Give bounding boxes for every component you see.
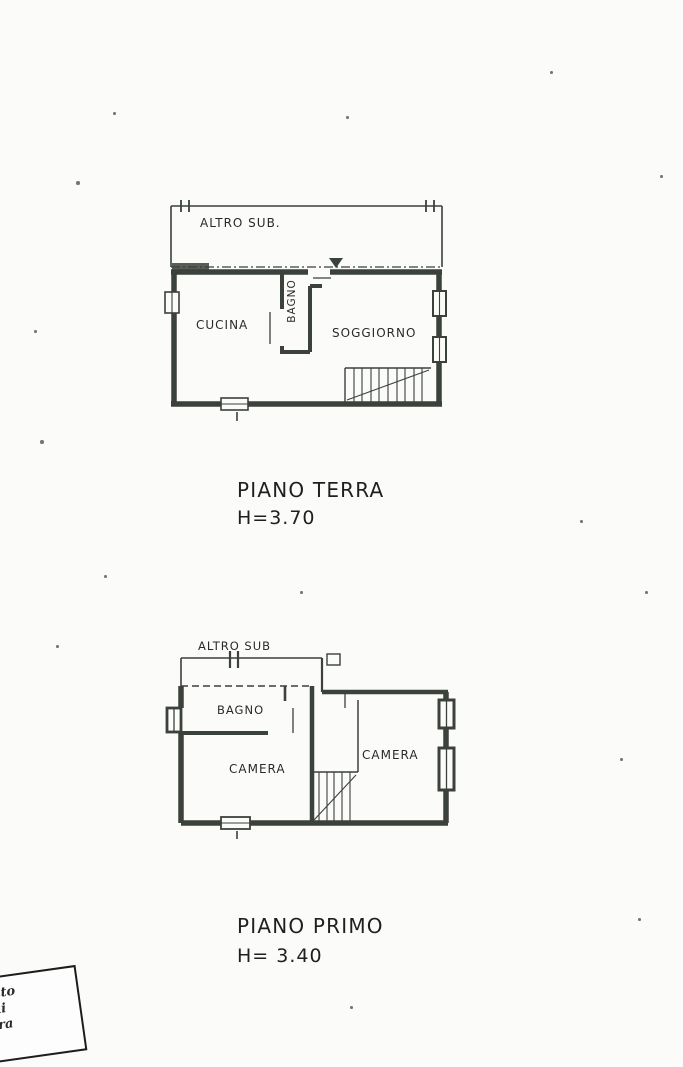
room-label-camera-right: CAMERA (362, 748, 419, 762)
stamp-text-line: tto (0, 983, 17, 1002)
scan-speck (113, 112, 116, 115)
scan-speck (580, 520, 583, 523)
scan-speck (620, 758, 623, 761)
room-label-bagno-primo: BAGNO (217, 703, 265, 717)
piano-primo-stairs (313, 772, 357, 823)
surveyor-stamp: tto ni dra (0, 964, 88, 1067)
scan-speck (56, 645, 59, 648)
piano-terra-plan (164, 200, 447, 421)
room-label-bagno-terra: BAGNO (286, 279, 298, 323)
room-label-altro-sub-primo: ALTRO SUB (198, 639, 272, 653)
piano-primo-doors (292, 692, 346, 733)
scan-speck (40, 440, 44, 444)
piano-primo-plan (165, 651, 456, 839)
scanned-floorplan-page: { "page": { "floors": [ { "title": "PIAN… (0, 71, 663, 1067)
piano-terra-partitions (280, 272, 322, 354)
scan-speck (660, 175, 663, 178)
floor-title-piano-terra: PIANO TERRA (237, 478, 385, 502)
stamp-text-line: dra (0, 1016, 15, 1035)
piano-terra-windows (164, 290, 447, 421)
room-label-camera-left: CAMERA (229, 762, 286, 776)
piano-primo-outer-walls (178, 686, 449, 826)
piano-terra-stairs (344, 367, 431, 402)
piano-terra-outer-walls (171, 269, 442, 407)
room-label-soggiorno: SOGGIORNO (332, 326, 417, 340)
stamp-text-line: ni (0, 1001, 8, 1018)
piano-terra-altro-sub-walls (170, 200, 443, 267)
piano-terra-doors (269, 277, 331, 344)
entrance-arrow-icon (329, 258, 343, 268)
floor-height-piano-terra: H=3.70 (237, 507, 316, 529)
piano-primo-partitions (181, 686, 359, 823)
scan-speck (34, 330, 37, 333)
scan-speck (645, 591, 648, 594)
scan-speck (350, 1006, 353, 1009)
piano-primo-top-walls (180, 651, 341, 701)
piano-terra-separation-line (171, 263, 442, 271)
scan-speck (76, 181, 80, 185)
floor-height-piano-primo: H= 3.40 (237, 945, 323, 967)
scan-speck (300, 591, 303, 594)
scan-speck (104, 575, 107, 578)
floor-plan-drawing (164, 200, 456, 839)
room-label-cucina: CUCINA (196, 318, 249, 332)
floor-title-piano-primo: PIANO PRIMO (237, 914, 384, 938)
scan-speck (638, 918, 641, 921)
room-label-altro-sub-terra: ALTRO SUB. (200, 216, 281, 230)
piano-primo-windows (165, 698, 456, 839)
scan-speck (346, 116, 349, 119)
scan-speck (550, 71, 553, 74)
